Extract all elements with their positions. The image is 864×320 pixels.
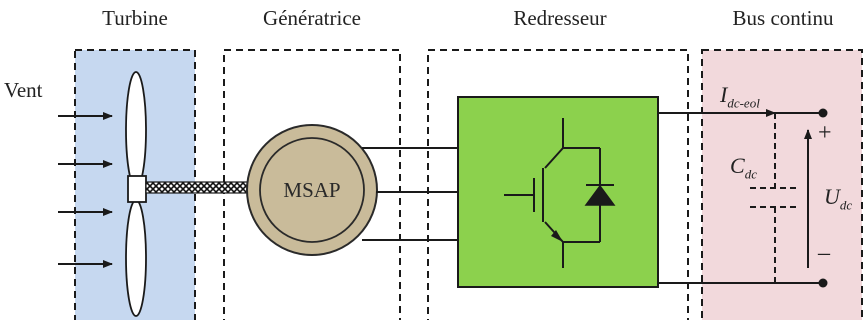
udc-label: Udc xyxy=(824,184,852,213)
redresseur-block xyxy=(427,49,689,320)
vent-label: Vent xyxy=(4,78,43,102)
capacitor-symbol xyxy=(750,113,800,283)
turbine-hub xyxy=(127,175,147,203)
generator-inner-ring xyxy=(259,137,365,243)
turbine-blade-top xyxy=(125,71,147,189)
dc-positive-terminal xyxy=(818,108,828,118)
generatrice-heading: Génératrice xyxy=(263,6,361,30)
rectifier-box xyxy=(457,96,659,288)
bus-block xyxy=(701,49,863,320)
msap-label: MSAP xyxy=(283,178,341,202)
bus-heading: Bus continu xyxy=(732,6,834,30)
generator-outer-ring xyxy=(246,124,378,256)
plus-sign: + xyxy=(818,120,832,146)
turbine-blade-bottom xyxy=(125,199,147,317)
idc-symbol: I xyxy=(720,82,728,107)
cdc-symbol: C xyxy=(730,153,745,178)
minus-sign: – xyxy=(818,240,830,266)
idc-subscript: dc-eol xyxy=(727,95,760,111)
udc-symbol: U xyxy=(824,184,840,209)
igbt-emitter-arrow xyxy=(551,230,563,242)
idc-label: Idc-eol xyxy=(720,82,760,111)
udc-subscript: dc xyxy=(839,197,853,213)
turbine-heading: Turbine xyxy=(102,6,168,30)
cdc-subscript: dc xyxy=(744,166,757,182)
drive-shaft xyxy=(145,181,252,194)
dc-negative-terminal xyxy=(818,278,828,288)
cdc-label: Cdc xyxy=(730,153,757,182)
redresseur-heading: Redresseur xyxy=(513,6,607,30)
diode-triangle xyxy=(584,184,616,206)
